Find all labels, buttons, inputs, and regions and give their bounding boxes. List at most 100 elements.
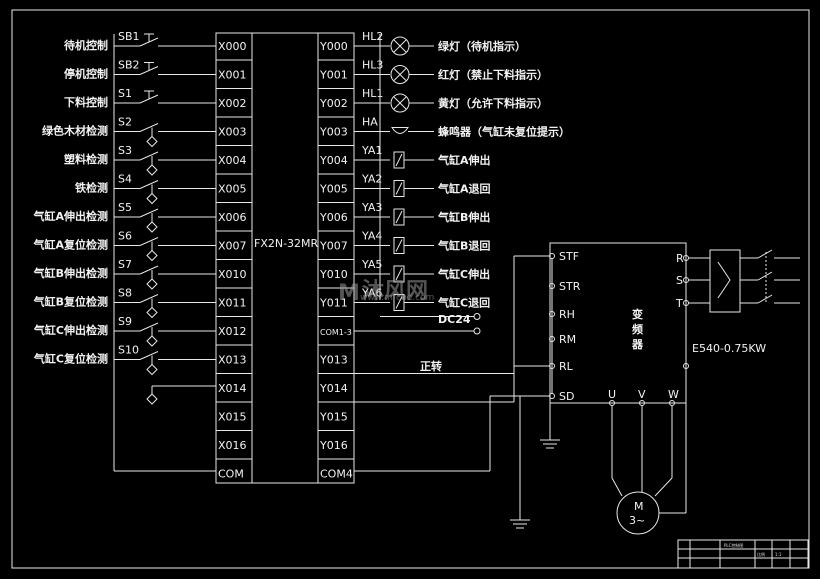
plc-output-terminal: Y006	[319, 211, 348, 224]
input-device-label: 停机控制	[64, 67, 108, 81]
plc-output-terminal: Y002	[319, 97, 348, 110]
input-device-label: 下料控制	[64, 95, 108, 109]
plc-output-terminal: COM1-3	[320, 328, 352, 337]
sensor-symbol	[146, 135, 158, 148]
input-side: X000X001X002X003X004X005X006X007X010X011…	[32, 30, 252, 481]
input-device-tag: S5	[118, 201, 132, 214]
motor-phase: 3~	[629, 514, 645, 527]
switch-contact	[139, 208, 159, 218]
output-device-tag: HL2	[362, 30, 383, 43]
input-device-label: 气缸C伸出检测	[33, 323, 108, 337]
input-device-label: 待机控制	[63, 38, 108, 52]
inverter-output-label: W	[668, 388, 679, 401]
output-device-tag: HL1	[362, 87, 383, 100]
breaker-contact	[757, 271, 773, 281]
plc-input-terminal: X003	[218, 126, 247, 139]
plc-input-terminal: X001	[218, 69, 247, 82]
plc-output-terminal: Y015	[319, 411, 348, 424]
inverter-input-label: R	[676, 252, 684, 265]
sensor-symbol	[146, 221, 158, 233]
inverter-terminal-label: RL	[559, 360, 574, 373]
input-device-tag: S1	[118, 87, 132, 100]
switch-contact	[139, 237, 159, 246]
plc-model: FX2N-32MR	[254, 237, 319, 250]
plc-output-terminal: Y011	[319, 297, 348, 310]
plc-input-terminal: X011	[218, 297, 247, 310]
title-block-scale: 1:1	[775, 552, 782, 557]
output-device-label: 气缸B退回	[437, 239, 490, 253]
input-device-label: 气缸C复位检测	[33, 352, 108, 366]
plc-input-terminal: COM	[218, 468, 244, 481]
input-device-tag: S10	[118, 344, 139, 357]
plc-output-terminal: Y000	[319, 40, 348, 53]
watermark: M 沐风网 www.mfcad.com	[338, 279, 434, 306]
output-device-tag: YA6	[361, 287, 382, 300]
output-device-label: 气缸C退回	[437, 296, 490, 310]
plc-input-terminal: X010	[218, 268, 247, 281]
title-block: PLC控制图 比例 1:1	[677, 539, 809, 569]
inverter-output-terminal	[639, 400, 645, 406]
plc-block: FX2N-32MR	[215, 32, 355, 484]
plc-input-terminal: X006	[218, 211, 247, 224]
title-block-scale-label: 比例	[757, 551, 765, 557]
output-device-label: 红灯（禁止下料指示）	[438, 68, 548, 82]
input-device-tag: S7	[118, 258, 132, 271]
inverter-terminal-label: STF	[559, 250, 579, 263]
plc-output-terminal: Y010	[319, 268, 348, 281]
buzzer-symbol	[391, 127, 409, 134]
inverter-model: E540-0.75KW	[692, 342, 766, 355]
inverter-output-label: U	[608, 388, 616, 401]
plc-input-terminal: X007	[218, 240, 247, 253]
output-device-label: 蜂鸣器（气缸未复位提示）	[438, 125, 570, 139]
sensor-symbol	[146, 335, 158, 347]
input-device-label: 气缸B伸出检测	[33, 266, 108, 280]
reactor-box	[709, 249, 741, 313]
input-device-tag: S6	[118, 230, 132, 243]
plc-input-terminal: X014	[218, 382, 247, 395]
output-device-tag: YA3	[361, 201, 382, 214]
dc24-terminal	[473, 313, 481, 320]
motor-circle	[616, 491, 660, 535]
output-side: Y000Y001Y002Y003Y004Y005Y006Y007Y010Y011…	[318, 30, 570, 481]
switch-contact	[139, 123, 159, 132]
input-device-tag: SB2	[118, 59, 140, 72]
motor: M 3~	[616, 491, 660, 535]
sensor-symbol	[146, 363, 158, 376]
input-device-tag: S4	[118, 173, 132, 186]
plc-output-terminal: Y005	[319, 183, 348, 196]
inverter-input-label: T	[675, 297, 683, 310]
motor-symbol: M	[634, 500, 644, 513]
plc-input-terminal: X012	[218, 325, 247, 338]
output-device-label: 气缸A伸出	[437, 153, 491, 167]
inverter-terminal-label: RH	[559, 308, 575, 321]
input-device-label: 气缸A复位检测	[32, 238, 108, 252]
inverter-input-label: S	[676, 274, 683, 287]
sensor-symbol	[146, 306, 158, 319]
plc-output-terminal: Y004	[319, 154, 348, 167]
input-device-tag: S2	[118, 116, 132, 129]
output-device-tag: HL3	[362, 59, 383, 72]
input-device-label: 塑料检测	[64, 152, 108, 166]
plc-input-terminal: X015	[218, 411, 247, 424]
sensor-symbol	[146, 249, 158, 262]
plc-input-terminal: X004	[218, 154, 247, 167]
breaker-contact	[757, 294, 773, 304]
input-device-tag: S9	[118, 315, 132, 328]
input-device-tag: S3	[118, 144, 132, 157]
plc-input-terminal: X000	[218, 40, 247, 53]
switch-contact	[139, 322, 159, 332]
output-device-tag: YA1	[361, 144, 382, 157]
plc-output-terminal: Y003	[319, 126, 348, 139]
inverter-output-terminal	[669, 400, 675, 406]
input-device-label: 气缸B复位检测	[33, 295, 108, 309]
inverter-name-1: 变	[632, 307, 643, 321]
output-device-label: 气缸A退回	[437, 182, 491, 196]
output-device-label: 气缸B伸出	[437, 210, 490, 224]
output-device-tag: YA4	[361, 230, 382, 243]
inverter-box	[549, 242, 687, 404]
inverter-name-2: 频	[632, 322, 643, 336]
watermark-url: www.mfcad.com	[360, 293, 434, 303]
inverter-output-terminal	[609, 400, 615, 406]
inverter-terminal-label: STR	[559, 280, 581, 293]
